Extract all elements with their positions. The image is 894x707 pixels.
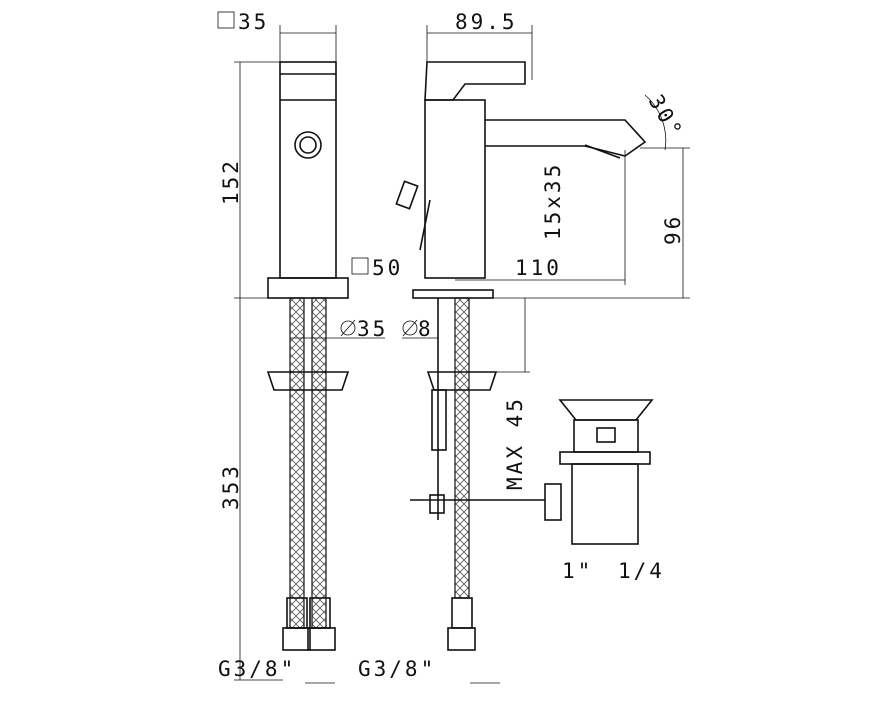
dim-spout-top: 89.5: [455, 10, 518, 34]
dim-hole-diameter: 35: [357, 317, 388, 341]
base-plate: [267, 277, 349, 299]
dim-base-square: 50: [372, 256, 403, 280]
waste-fitting: [544, 399, 654, 545]
dim-spout-angle: 30°: [644, 91, 688, 144]
dim-connection-right: G3/8": [358, 657, 436, 681]
base-plate-side: [412, 289, 494, 299]
faucet-body: [279, 61, 337, 279]
dim-waste-size-a: 1": [562, 559, 593, 583]
square-symbol: [217, 11, 235, 29]
pop-up-knob: [395, 180, 419, 210]
hose-right: [311, 297, 327, 629]
fitting-right: [307, 627, 336, 651]
dim-connection-left: G3/8": [218, 657, 296, 681]
hose-left: [289, 297, 305, 629]
dim-waste-size-b: 1/4: [618, 559, 665, 583]
dim-body-square: 35: [238, 10, 269, 34]
side-view: 89.5 30° 15x35 96 110 8 MAX 45 1" 1/4 G3…: [358, 10, 690, 684]
dim-hose-length: 353: [219, 463, 243, 510]
faucet-body-side: [424, 99, 486, 279]
dim-body-height: 152: [219, 158, 243, 205]
fitting-left: [282, 627, 311, 651]
dim-max-thickness: MAX 45: [503, 396, 527, 490]
handle-knob: [294, 131, 322, 159]
lever-handle: [424, 61, 526, 101]
hose-side: [454, 297, 470, 599]
spout: [485, 119, 647, 157]
dim-rod-diameter: 8: [418, 317, 434, 341]
dim-spout-height: 96: [661, 214, 685, 245]
dim-spout-section: 15x35: [541, 162, 565, 240]
fixing-washer: [266, 371, 350, 391]
front-view: 35 152 353 50 35 G3/8": [217, 10, 403, 684]
dim-spout-reach: 110: [515, 256, 562, 280]
